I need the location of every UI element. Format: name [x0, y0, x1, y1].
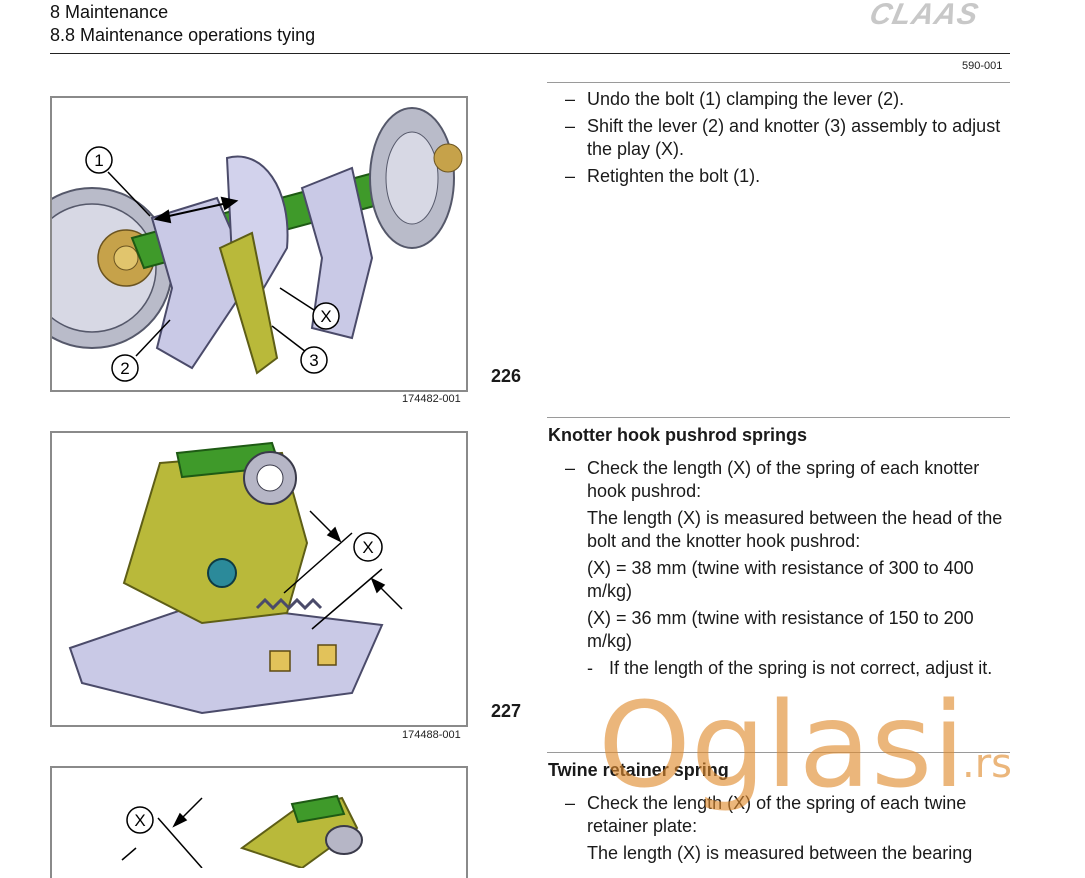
svg-text:X: X — [134, 811, 145, 830]
section-separator — [547, 82, 1010, 83]
callout-x: X — [126, 806, 154, 834]
section-pushrod-springs: –Check the length (X) of the spring of e… — [565, 457, 1005, 684]
chapter-title: 8 Maintenance — [50, 2, 169, 22]
substep-item: -If the length of the spring is not corr… — [587, 658, 993, 678]
step-item: –Retighten the bolt (1). — [565, 166, 761, 186]
figure-knotter-lever: 1 2 3 X — [50, 96, 468, 392]
figure-code: 174482-001 — [402, 393, 461, 405]
figure-twine-retainer: X — [50, 766, 468, 878]
watermark-suffix: .rs — [962, 741, 1012, 787]
twine-retainer-illustration: X — [121, 794, 363, 870]
callout-2: 2 — [111, 354, 139, 382]
shaft-end — [325, 825, 363, 855]
figure-pushrod-spring: X — [50, 431, 468, 727]
step-item: –Check the length (X) of the spring of e… — [565, 458, 980, 501]
spring — [255, 597, 323, 611]
step-item: –Shift the lever (2) and knotter (3) ass… — [565, 116, 1001, 159]
svg-text:X: X — [320, 307, 331, 326]
pushrod-spring-illustration: X — [68, 441, 403, 715]
gear-wheel-right — [369, 107, 463, 249]
paragraph: The length (X) is measured between the b… — [587, 843, 973, 863]
gear-wheel-left — [52, 187, 173, 349]
svg-text:3: 3 — [309, 351, 318, 370]
figure-code: 174488-001 — [402, 729, 461, 741]
step-item: –Undo the bolt (1) clamping the lever (2… — [565, 89, 905, 109]
knotter-frame-right — [300, 166, 374, 340]
page-code: 590-001 — [962, 60, 1003, 72]
retainer-bracket — [290, 794, 346, 824]
figure-number: 226 — [491, 366, 522, 386]
brand-logo: CLAAS — [866, 0, 982, 31]
watermark-logo: Oglasi — [598, 676, 966, 814]
knotter-arm — [218, 231, 279, 375]
play-arrow — [153, 196, 239, 224]
section-twine-retainer: –Check the length (X) of the spring of e… — [565, 792, 1005, 869]
paragraph: (X) = 36 mm (twine with resistance of 15… — [587, 608, 974, 651]
header-rule — [50, 53, 1010, 54]
paragraph: (X) = 38 mm (twine with resistance of 30… — [587, 558, 974, 601]
svg-text:1: 1 — [94, 151, 103, 170]
callout-x: X — [353, 532, 383, 562]
nut — [317, 644, 337, 666]
bolt-head — [269, 650, 291, 672]
lever-housing — [150, 196, 254, 370]
figure-number: 227 — [491, 701, 522, 721]
section-heading: Twine retainer spring — [548, 760, 729, 780]
callout-3: 3 — [300, 346, 328, 374]
callout-x: X — [312, 302, 340, 330]
section-lever-adjustment: –Undo the bolt (1) clamping the lever (2… — [565, 88, 1005, 192]
shaft-end — [243, 451, 297, 505]
svg-text:2: 2 — [120, 359, 129, 378]
bearing — [207, 558, 237, 588]
section-title: 8.8 Maintenance operations tying — [50, 25, 316, 45]
section-separator — [547, 417, 1010, 418]
knotter-lever-illustration: 1 2 3 X — [52, 107, 463, 382]
step-item: –Check the length (X) of the spring of e… — [565, 793, 967, 836]
svg-text:X: X — [362, 538, 373, 557]
section-heading: Knotter hook pushrod springs — [548, 425, 807, 445]
paragraph: The length (X) is measured between the h… — [587, 508, 1003, 551]
callout-1: 1 — [85, 146, 113, 174]
section-separator — [547, 752, 1010, 753]
